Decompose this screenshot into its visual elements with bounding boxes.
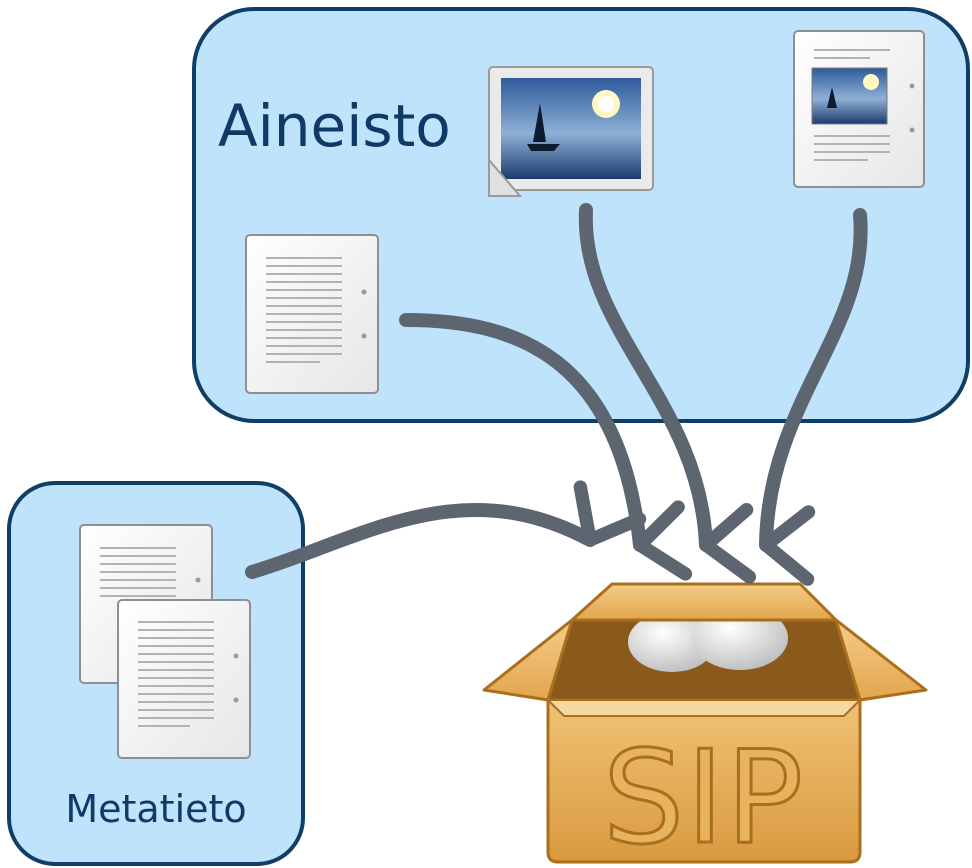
image-file-icon xyxy=(488,66,654,197)
package-box-icon: SIP xyxy=(482,582,928,868)
illustrated-document-icon xyxy=(793,30,925,188)
metatieto-label: Metatieto xyxy=(65,787,246,831)
text-document-icon xyxy=(245,234,379,394)
arrows xyxy=(245,203,868,586)
arrow-image-to-sip xyxy=(578,203,757,584)
arrow-illustrated-document-to-sip xyxy=(759,208,868,586)
egg xyxy=(692,606,788,670)
text-document-icon xyxy=(117,599,251,759)
aineisto-label: Aineisto xyxy=(218,92,451,160)
sip-label: SIP xyxy=(603,724,805,868)
arrow-metatieto-to-sip xyxy=(245,480,647,579)
egg xyxy=(628,612,716,672)
arrow-text-document-to-sip xyxy=(399,313,693,581)
